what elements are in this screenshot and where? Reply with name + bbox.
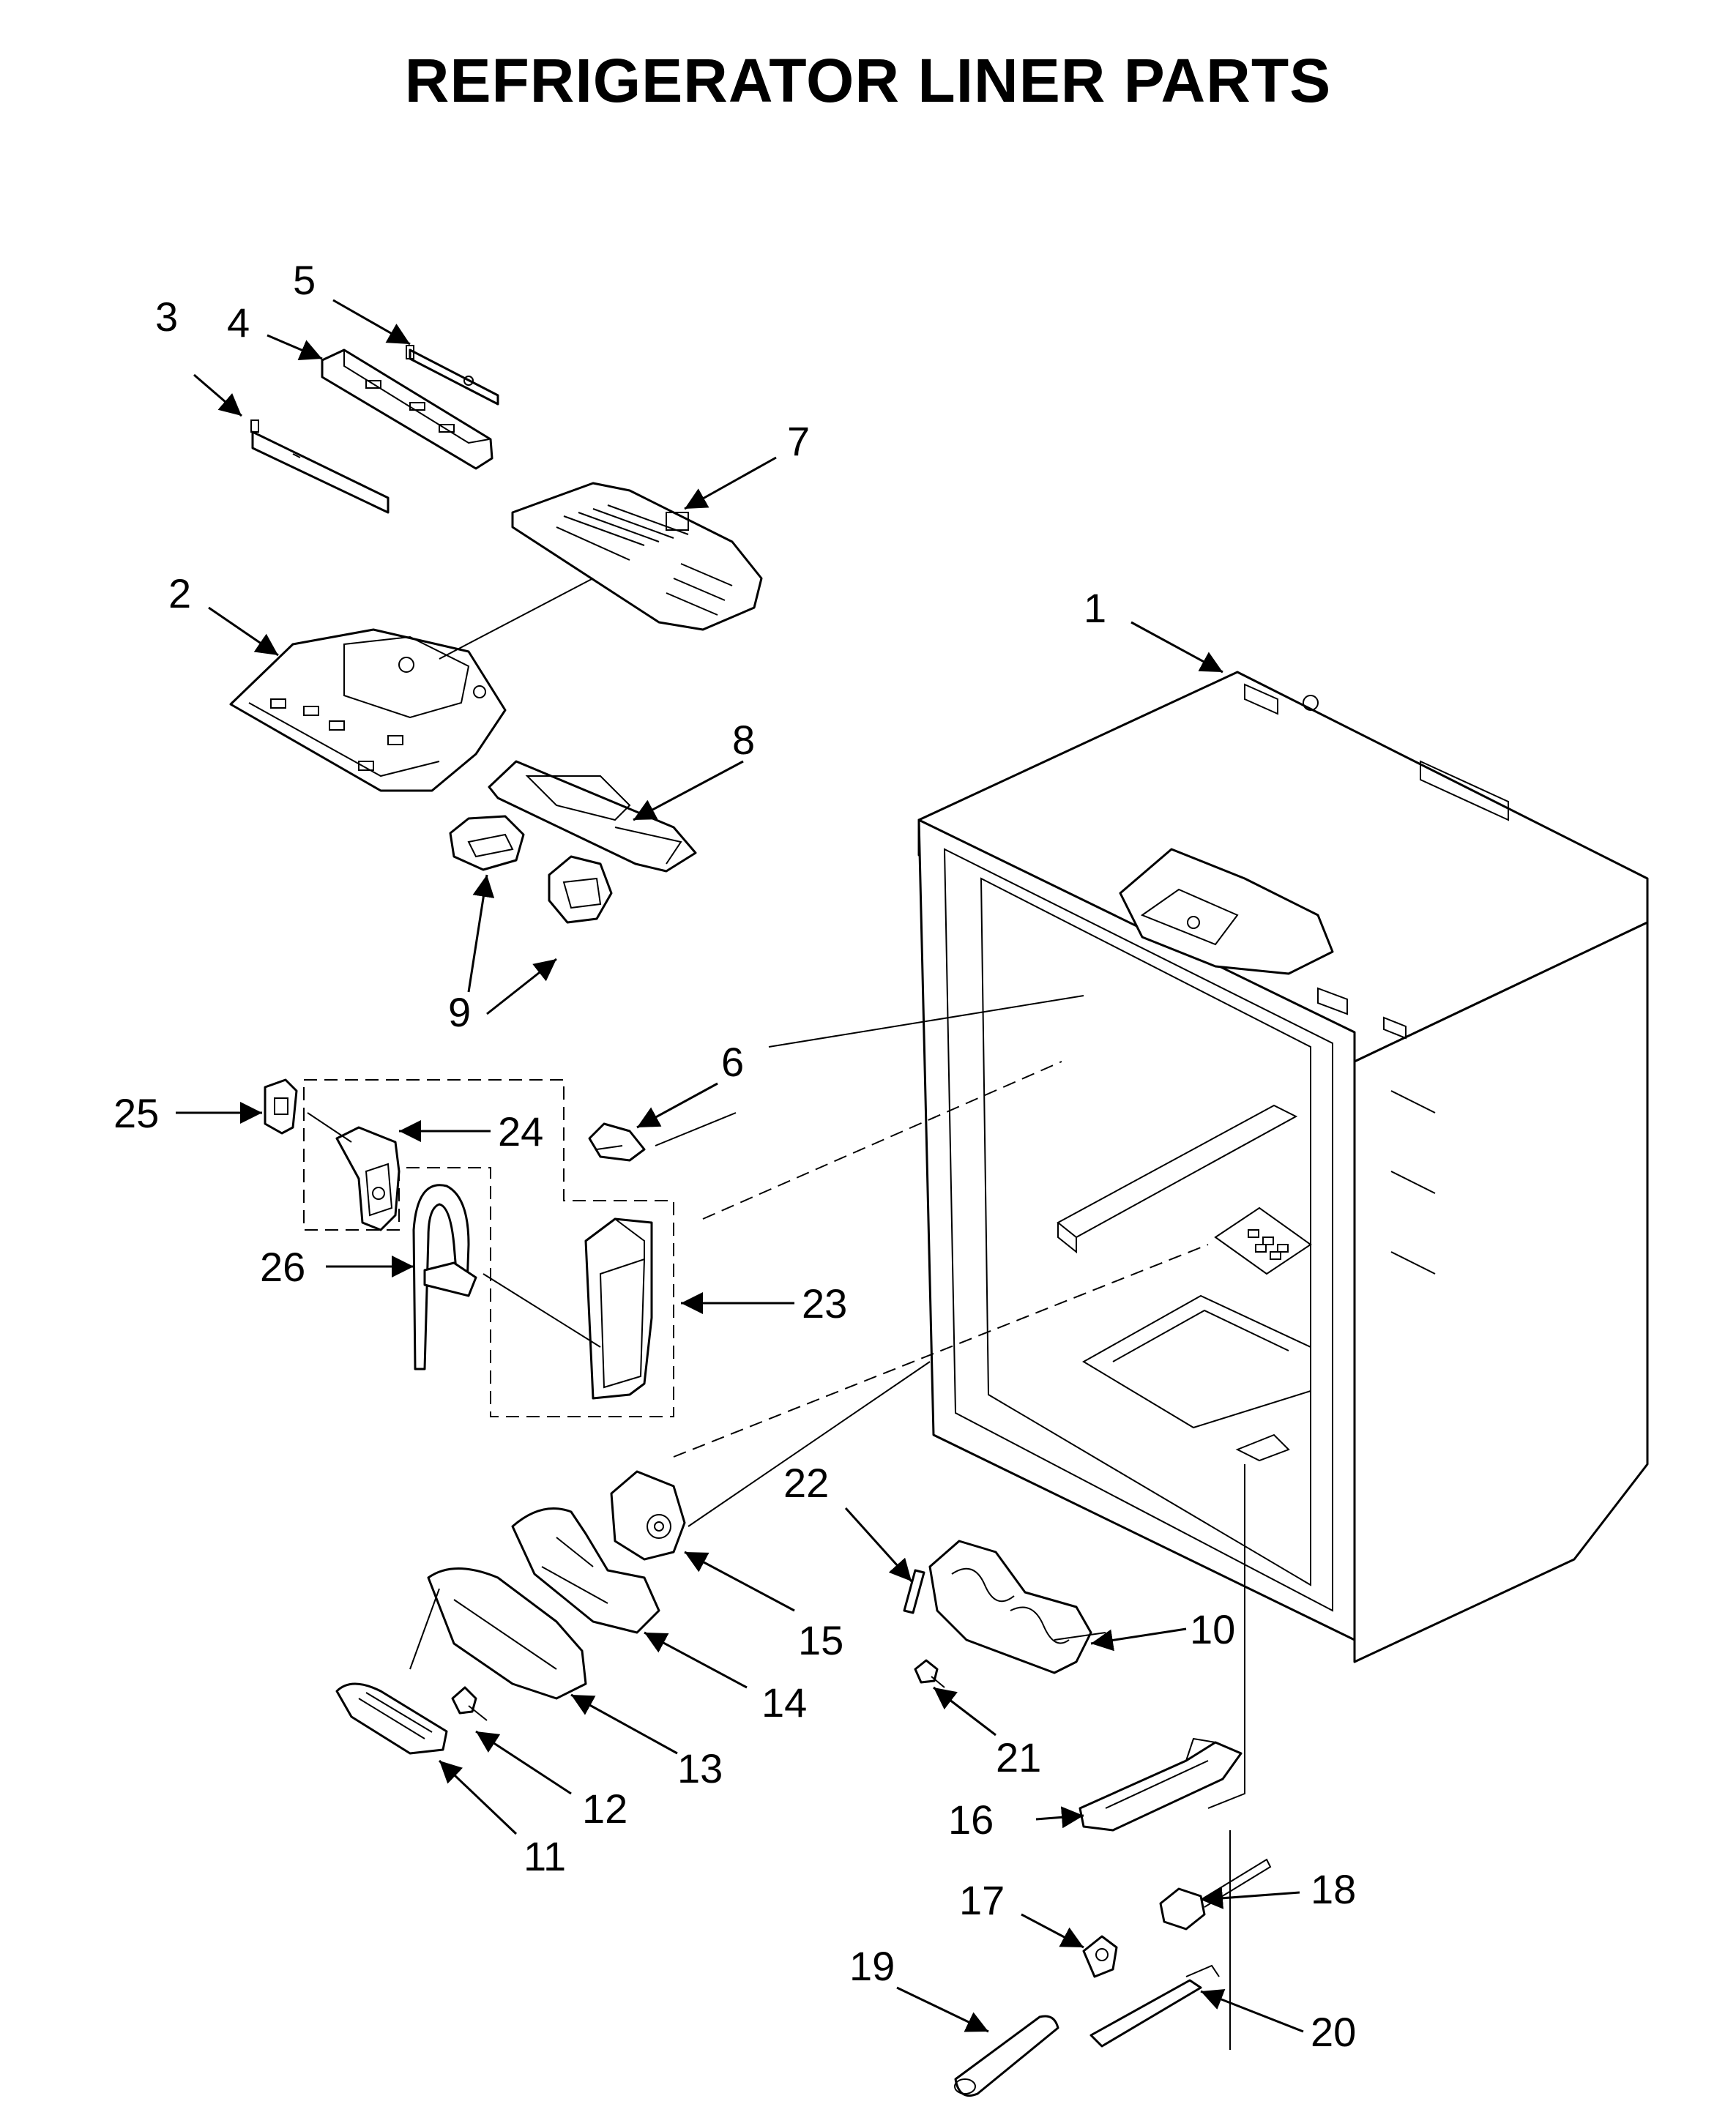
callout-14: 14 xyxy=(761,1679,807,1726)
diagram-title: REFRIGERATOR LINER PARTS xyxy=(404,46,1332,115)
callout-25: 25 xyxy=(113,1090,159,1136)
callout-26: 26 xyxy=(260,1244,305,1290)
part-20-bracket xyxy=(1089,1964,1220,2048)
part-23-chute xyxy=(584,1217,653,1400)
part-18-housing xyxy=(1159,1858,1272,1931)
part-11-trim xyxy=(335,1682,448,1755)
callout-3: 3 xyxy=(155,294,178,340)
part-17-cap xyxy=(1082,1935,1118,1978)
part-10-ice-maker xyxy=(928,1540,1106,1674)
callout-5: 5 xyxy=(293,257,316,303)
callout-15: 15 xyxy=(798,1617,843,1663)
callout-8: 8 xyxy=(732,717,755,763)
callout-2: 2 xyxy=(168,570,191,616)
callout-1: 1 xyxy=(1084,585,1106,631)
part-21-screw xyxy=(914,1659,945,1688)
part-9-knobs xyxy=(449,815,613,924)
part-15-motor xyxy=(610,1470,686,1561)
part-14-bezel xyxy=(511,1507,660,1634)
part-12-screw xyxy=(451,1686,488,1721)
callout-11: 11 xyxy=(524,1833,566,1879)
part-24-bracket xyxy=(335,1126,401,1231)
callout-12: 12 xyxy=(582,1786,627,1832)
part-3-strip xyxy=(250,419,390,514)
dashed-groups xyxy=(303,1061,1209,1458)
part-13-door xyxy=(427,1567,587,1700)
callout-6: 6 xyxy=(721,1039,744,1085)
callout-7: 7 xyxy=(787,418,810,464)
part-19-filter xyxy=(954,2015,1059,2097)
callout-10: 10 xyxy=(1190,1606,1235,1652)
callout-9: 9 xyxy=(448,989,471,1035)
part-26-tube xyxy=(412,1184,477,1370)
part-1-liner xyxy=(917,671,1649,1663)
callout-4: 4 xyxy=(227,299,250,346)
part-22-rod xyxy=(903,1569,925,1614)
callout-labels: 1 2 3 4 5 6 7 8 9 10 11 12 13 14 15 16 1… xyxy=(113,257,1356,2055)
part-6-clip xyxy=(588,1122,646,1162)
part-2-housing xyxy=(229,628,507,792)
callout-24: 24 xyxy=(498,1108,543,1155)
part-16-tray xyxy=(1079,1737,1243,1832)
part-7-cover xyxy=(511,482,763,631)
part-4-control-housing xyxy=(321,348,493,470)
assembly-lines xyxy=(307,578,1245,2050)
callout-20: 20 xyxy=(1311,2009,1356,2055)
callout-19: 19 xyxy=(849,1943,895,1989)
leader-lines xyxy=(176,299,1304,2033)
part-8-damper-housing xyxy=(488,760,697,873)
callout-22: 22 xyxy=(783,1460,829,1506)
part-5-rod xyxy=(406,345,499,406)
callout-18: 18 xyxy=(1311,1866,1356,1912)
callout-13: 13 xyxy=(677,1745,723,1791)
callout-21: 21 xyxy=(996,1734,1041,1780)
part-25-switch xyxy=(264,1078,298,1135)
callout-17: 17 xyxy=(959,1877,1005,1923)
callout-16: 16 xyxy=(948,1797,994,1843)
callout-23: 23 xyxy=(802,1280,847,1327)
